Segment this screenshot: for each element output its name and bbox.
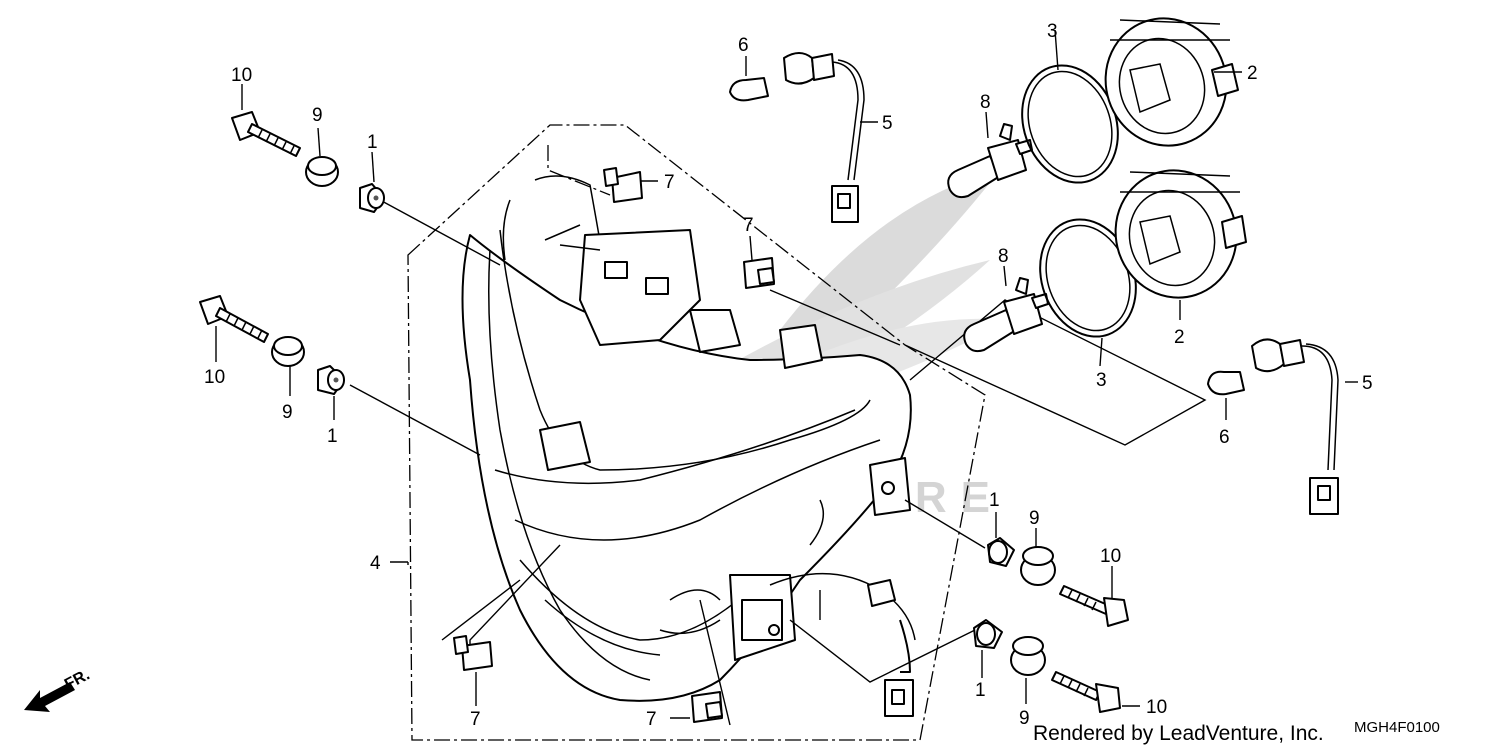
- label-5-lower: 5: [1362, 373, 1373, 394]
- label-9-lower-left: 9: [282, 402, 293, 423]
- bolt-right-upper: [1059, 585, 1129, 627]
- label-9-right-lower: 9: [1019, 708, 1030, 729]
- grommet-right-lower: [1010, 636, 1046, 676]
- socket-lower: [1251, 338, 1339, 515]
- label-2-upper: 2: [1247, 63, 1258, 84]
- diagram-code: MGH4F0100: [1354, 719, 1440, 736]
- label-3-lower: 3: [1096, 370, 1107, 391]
- bolt-upper-left: [231, 111, 301, 157]
- label-1-right-lower: 1: [975, 680, 986, 701]
- clip-top: [603, 167, 643, 203]
- label-9-upper-left: 9: [312, 105, 323, 126]
- label-7-top: 7: [664, 172, 675, 193]
- label-7-bottom-right: 7: [646, 709, 657, 730]
- label-6-lower: 6: [1219, 427, 1230, 448]
- label-7-bottom-left: 7: [470, 709, 481, 730]
- render-credit: Rendered by LeadVenture, Inc.: [1033, 722, 1324, 745]
- halogen-bulb-lower: [963, 277, 1049, 353]
- label-ticks: [215, 29, 1358, 719]
- clip-bottom-right: [691, 691, 723, 723]
- label-10-upper-left: 10: [231, 65, 252, 86]
- label-1-upper-left: 1: [367, 132, 378, 153]
- label-1-lower-left: 1: [327, 426, 338, 447]
- grommet-upper-left: [305, 156, 339, 187]
- o-ring-upper-inner: [1027, 70, 1113, 178]
- dust-cover-upper: [1104, 17, 1239, 147]
- label-7-mid: 7: [743, 215, 754, 236]
- grommet-lower-left: [271, 336, 305, 367]
- collar-upper-left: [359, 183, 385, 213]
- label-8-lower: 8: [998, 246, 1009, 267]
- label-6-upper: 6: [738, 35, 749, 56]
- label-4: 4: [370, 553, 381, 574]
- label-10-lower-left: 10: [204, 367, 225, 388]
- socket-upper: [783, 52, 865, 223]
- grommet-right-upper: [1020, 546, 1056, 586]
- headlight-housing: [461, 175, 916, 717]
- label-1-right-upper: 1: [989, 490, 1000, 511]
- bulb-lower: [1207, 370, 1245, 396]
- clip-bottom-left: [453, 635, 493, 671]
- collar-right-lower: [973, 619, 1003, 649]
- label-8-upper: 8: [980, 92, 991, 113]
- bolt-right-lower: [1051, 671, 1121, 713]
- callout-labels: 10 9 1 10 9 1 4 7 7 7 7 6 5 3 2 8 8 2 3 …: [204, 21, 1373, 730]
- bulb-upper: [729, 77, 769, 102]
- bolt-lower-left: [199, 295, 269, 343]
- assembly-outline-left: [407, 124, 986, 741]
- dust-cover-lower: [1114, 169, 1247, 299]
- halogen-bulb-upper: [947, 123, 1033, 199]
- label-9-right-upper: 9: [1029, 508, 1040, 529]
- assembly-outline-inner: [547, 145, 611, 196]
- label-3-upper: 3: [1047, 21, 1058, 42]
- collar-right-upper: [987, 537, 1015, 567]
- label-5-upper: 5: [882, 113, 893, 134]
- label-10-right-lower: 10: [1146, 697, 1167, 718]
- clip-mid: [743, 257, 775, 289]
- front-direction-arrow: FR.: [24, 666, 93, 712]
- label-2-lower: 2: [1174, 327, 1185, 348]
- label-10-right-upper: 10: [1100, 546, 1121, 567]
- collar-lower-left: [317, 365, 345, 395]
